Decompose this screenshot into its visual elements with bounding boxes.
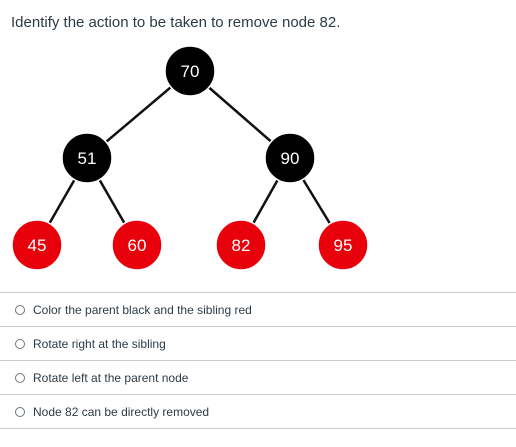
tree-node-95: 95	[317, 219, 369, 271]
answer-option-4[interactable]: Node 82 can be directly removed	[0, 394, 516, 429]
answer-option-3[interactable]: Rotate left at the parent node	[0, 360, 516, 394]
tree-nodes: 70 51 90 45 60 82 95	[11, 45, 369, 271]
answer-list: Color the parent black and the sibling r…	[0, 292, 516, 429]
answer-label: Rotate right at the sibling	[33, 336, 166, 351]
tree-node-51: 51	[61, 132, 113, 184]
node-label: 45	[28, 236, 47, 255]
tree-node-60: 60	[111, 219, 163, 271]
tree-node-90: 90	[264, 132, 316, 184]
tree-node-82: 82	[215, 219, 267, 271]
node-circle	[111, 219, 163, 271]
node-label: 70	[181, 62, 200, 81]
radio-button[interactable]	[15, 338, 25, 349]
answer-label: Rotate left at the parent node	[33, 370, 189, 385]
tree-node-70: 70	[164, 45, 216, 97]
radio-button[interactable]	[15, 372, 25, 383]
answer-label: Node 82 can be directly removed	[33, 404, 210, 419]
node-circle	[215, 219, 267, 271]
node-label: 60	[128, 236, 147, 255]
node-label: 82	[232, 236, 251, 255]
node-circle	[164, 45, 216, 97]
answer-label: Color the parent black and the sibling r…	[33, 302, 252, 317]
answer-option-2[interactable]: Rotate right at the sibling	[0, 326, 516, 360]
radio-button[interactable]	[15, 304, 25, 315]
node-circle	[264, 132, 316, 184]
node-circle	[11, 219, 63, 271]
node-label: 90	[281, 149, 300, 168]
node-circle	[317, 219, 369, 271]
tree-node-45: 45	[11, 219, 63, 271]
node-label: 51	[78, 149, 97, 168]
node-circle	[61, 132, 113, 184]
answer-option-1[interactable]: Color the parent black and the sibling r…	[0, 292, 516, 326]
question-text: Identify the action to be taken to remov…	[11, 14, 341, 31]
node-label: 95	[334, 236, 353, 255]
radio-button[interactable]	[15, 406, 25, 417]
red-black-tree-diagram: 70 51 90 45 60 82 95	[11, 45, 369, 271]
